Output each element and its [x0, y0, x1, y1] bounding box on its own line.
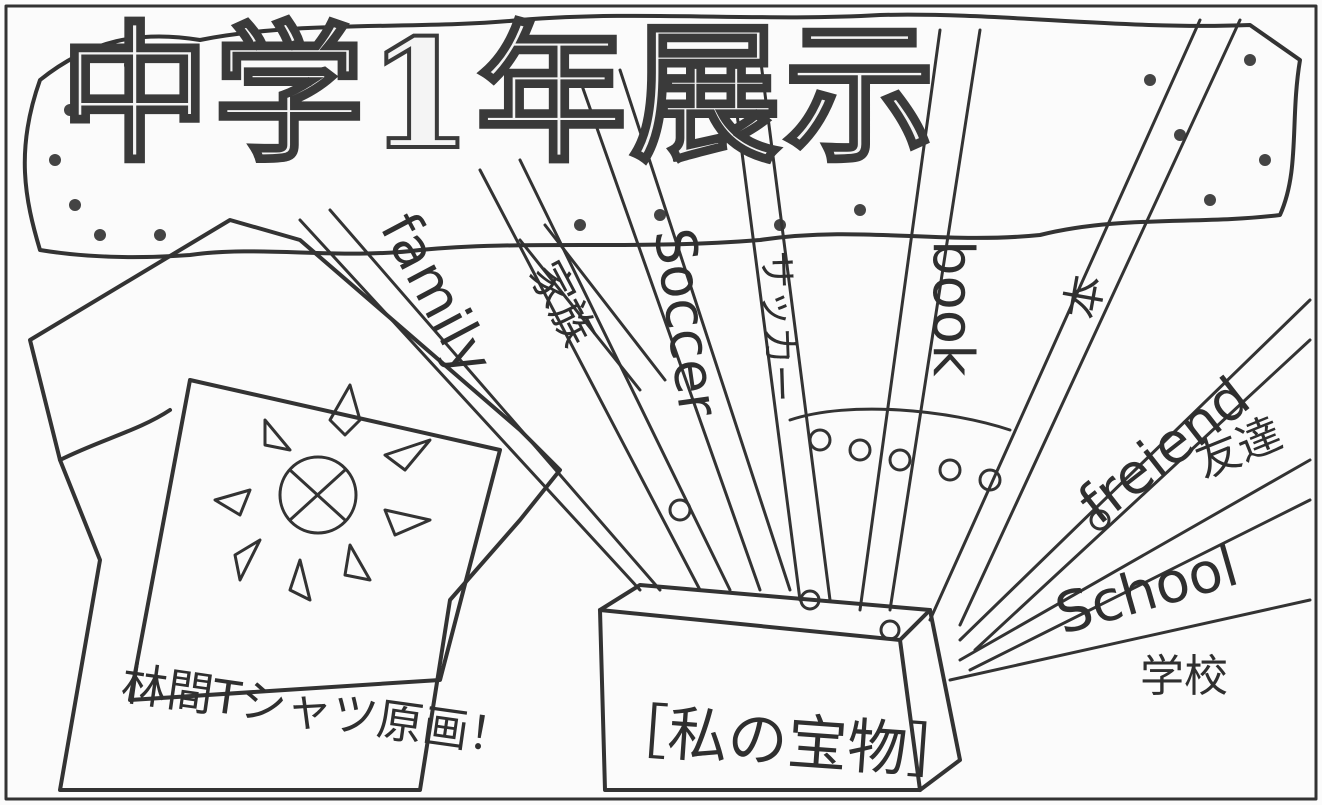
frame-border — [4, 4, 1318, 801]
sun-emblem — [213, 383, 432, 602]
treasure-box — [598, 583, 962, 792]
title-banner — [22, 12, 1302, 260]
ray-label-book-ja: 本 — [1056, 270, 1114, 324]
banner-dots — [49, 54, 1271, 241]
ray-label-school-ja: 学校 — [1140, 651, 1228, 702]
ray-label-soccer-ja: サッカー — [754, 249, 804, 404]
rays — [298, 18, 1312, 682]
tshirt-sketch — [28, 218, 562, 792]
exhibit-title: 中学1年展示 — [58, 7, 939, 183]
ray-label-book: book — [920, 240, 985, 377]
